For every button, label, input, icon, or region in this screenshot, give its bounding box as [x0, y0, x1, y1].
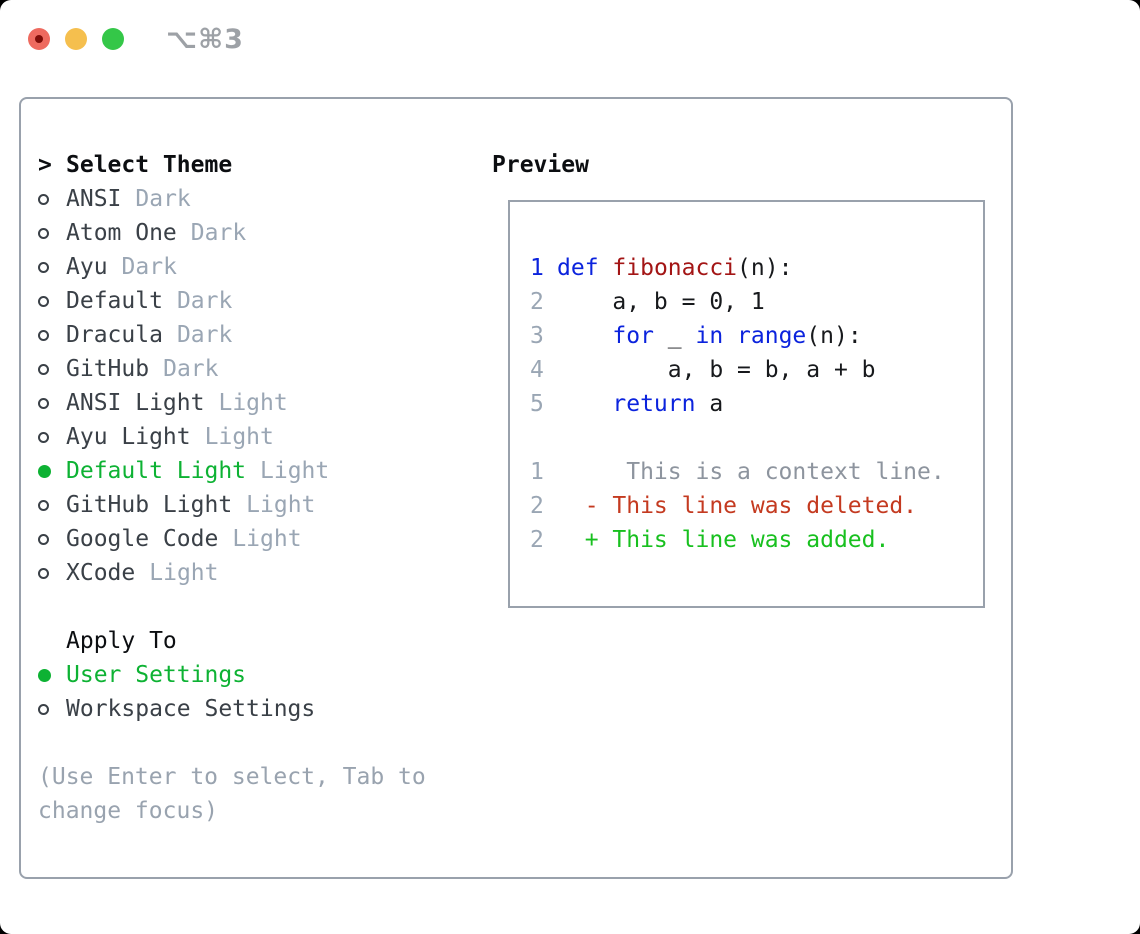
- code-line: 2 - This line was deleted.: [530, 489, 983, 523]
- radio-icon: [38, 295, 66, 307]
- line-number: 3: [530, 323, 544, 349]
- code-line: 3 for _ in range(n):: [530, 319, 983, 353]
- line-number: 1: [530, 255, 544, 281]
- radio-icon: [38, 533, 66, 545]
- close-button-icon[interactable]: [28, 28, 50, 50]
- line-number: 5: [530, 391, 544, 417]
- theme-name: GitHub: [66, 356, 150, 382]
- radio-icon: [38, 397, 66, 409]
- radio-icon: [38, 567, 66, 579]
- theme-variant: Light: [232, 526, 302, 552]
- radio-icon: [38, 668, 66, 682]
- theme-option[interactable]: ANSI Dark: [38, 182, 329, 216]
- hint-text: (Use Enter to select, Tab to change focu…: [38, 760, 426, 828]
- apply-option-label: Workspace Settings: [66, 696, 316, 722]
- theme-option[interactable]: Google Code Light: [38, 522, 329, 556]
- theme-variant: Dark: [176, 322, 233, 348]
- theme-option[interactable]: XCode Light: [38, 556, 329, 590]
- code-text: + This line was added.: [557, 527, 890, 553]
- theme-name: GitHub Light: [66, 492, 233, 518]
- line-number: 1: [530, 459, 544, 485]
- radio-icon: [38, 329, 66, 341]
- code-line: [530, 421, 983, 455]
- code-line: 2 a, b = 0, 1: [530, 285, 983, 319]
- radio-icon: [38, 499, 66, 511]
- theme-variant: Light: [260, 458, 330, 484]
- theme-name: Atom One: [66, 220, 177, 246]
- hint-line-1: (Use Enter to select, Tab to: [38, 764, 426, 790]
- theme-option[interactable]: Ayu Dark: [38, 250, 329, 284]
- theme-name: Dracula: [66, 322, 163, 348]
- line-number: 2: [530, 527, 544, 553]
- radio-icon: [38, 464, 66, 478]
- theme-variant: Light: [204, 424, 274, 450]
- theme-option[interactable]: Atom One Dark: [38, 216, 329, 250]
- theme-name: Default: [66, 288, 163, 314]
- theme-variant: Light: [149, 560, 219, 586]
- radio-icon: [38, 431, 66, 443]
- code-text: def fibonacci(n):: [557, 255, 793, 281]
- title-bar: ⌥⌘3: [0, 0, 1140, 80]
- theme-variant: Dark: [176, 288, 233, 314]
- code-text: a, b = b, a + b: [557, 357, 876, 383]
- hint-line-2: change focus): [38, 798, 219, 824]
- apply-option-label: User Settings: [66, 662, 247, 688]
- theme-variant: Dark: [190, 220, 247, 246]
- radio-icon: [38, 261, 66, 273]
- code-line: 5 return a: [530, 387, 983, 421]
- code-text: return a: [612, 391, 724, 417]
- code-line: 4 a, b = b, a + b: [530, 353, 983, 387]
- theme-name: Default Light: [66, 458, 247, 484]
- traffic-lights: [28, 28, 124, 50]
- code-line: 1 def fibonacci(n):: [530, 251, 983, 285]
- theme-option[interactable]: ANSI Light Light: [38, 386, 329, 420]
- code-text: for _ in range(n):: [612, 323, 862, 349]
- code-text: This is a context line.: [557, 459, 945, 485]
- code-text: a, b = 0, 1: [557, 289, 765, 315]
- theme-variant: Light: [246, 492, 316, 518]
- code-line: 1 This is a context line.: [530, 455, 983, 489]
- radio-icon: [38, 193, 66, 205]
- zoom-button-icon[interactable]: [102, 28, 124, 50]
- apply-option[interactable]: User Settings: [38, 658, 315, 692]
- apply-option[interactable]: Workspace Settings: [38, 692, 315, 726]
- theme-variant: Dark: [135, 186, 191, 212]
- theme-option[interactable]: Dracula Dark: [38, 318, 329, 352]
- theme-selector-panel: > Select Theme ANSI Dark Atom One Dark A…: [19, 97, 1013, 879]
- theme-variant: Dark: [121, 254, 177, 280]
- preview-title: Preview: [492, 152, 589, 178]
- theme-name: XCode: [66, 560, 136, 586]
- theme-option[interactable]: GitHub Dark: [38, 352, 329, 386]
- theme-name: ANSI: [66, 186, 122, 212]
- radio-icon: [38, 227, 66, 239]
- theme-option[interactable]: GitHub Light Light: [38, 488, 329, 522]
- theme-name: Ayu Light: [66, 424, 191, 450]
- theme-list: > Select Theme ANSI Dark Atom One Dark A…: [38, 148, 329, 590]
- apply-to-section: Apply To User Settings Workspace Setting…: [38, 624, 315, 726]
- focus-caret-icon: >: [38, 152, 52, 178]
- theme-name: Ayu: [66, 254, 108, 280]
- theme-option[interactable]: Default Dark: [38, 284, 329, 318]
- line-number: [530, 421, 545, 455]
- apply-to-title: Apply To: [66, 628, 177, 654]
- radio-icon: [38, 363, 66, 375]
- select-theme-header: > Select Theme: [38, 148, 329, 182]
- radio-icon: [38, 703, 66, 715]
- select-theme-title: Select Theme: [66, 152, 233, 178]
- line-number: 2: [530, 493, 544, 519]
- code-text: - This line was deleted.: [557, 493, 918, 519]
- code-line: 2 + This line was added.: [530, 523, 983, 557]
- window-shortcut-title: ⌥⌘3: [166, 23, 244, 55]
- theme-name: ANSI Light: [66, 390, 205, 416]
- theme-option[interactable]: Ayu Light Light: [38, 420, 329, 454]
- line-number: 4: [530, 357, 544, 383]
- apply-to-header: Apply To: [38, 624, 315, 658]
- theme-option[interactable]: Default Light Light: [38, 454, 329, 488]
- line-number: 2: [530, 289, 544, 315]
- minimize-button-icon[interactable]: [65, 28, 87, 50]
- theme-variant: Dark: [163, 356, 219, 382]
- theme-variant: Light: [218, 390, 288, 416]
- theme-name: Google Code: [66, 526, 219, 552]
